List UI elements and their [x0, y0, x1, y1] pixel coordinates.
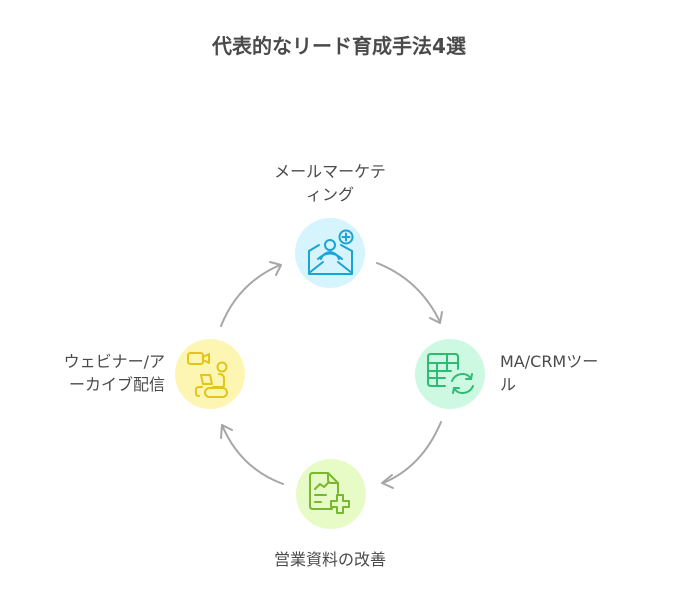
node-ma-crm-tools[interactable]: [415, 339, 485, 409]
node-label-ma-crm-tools: MA/CRMツー ル: [500, 350, 640, 396]
node-email-marketing[interactable]: [295, 218, 365, 288]
arrow-crm-to-materials: [381, 421, 442, 489]
node-webinar-archive[interactable]: [175, 339, 245, 409]
label-line: ィング: [305, 185, 354, 204]
label-line: 営業資料の改善: [273, 550, 386, 569]
node-label-email-marketing: メールマーケテ ィング: [255, 160, 405, 206]
arrow-materials-to-webinar: [220, 424, 284, 485]
label-line: ーカイブ配信: [68, 375, 165, 394]
arrow-email-to-crm: [376, 262, 443, 324]
label-line: ル: [500, 375, 517, 394]
document-chart-plus-icon: [309, 472, 350, 514]
node-label-webinar-archive: ウェビナー/ア ーカイブ配信: [20, 350, 165, 396]
label-line: メールマーケテ: [274, 162, 386, 181]
node-label-sales-materials: 営業資料の改善: [240, 548, 420, 571]
diagram-title: 代表的なリード育成手法4選: [212, 34, 466, 58]
video-presenter-icon: [187, 352, 228, 398]
envelope-user-plus-icon: [308, 229, 354, 275]
label-line: MA/CRMツー: [500, 352, 599, 371]
label-line: ウェビナー/ア: [63, 352, 165, 371]
arrow-webinar-to-email: [220, 261, 282, 327]
table-sync-icon: [427, 353, 474, 394]
node-sales-materials[interactable]: [296, 459, 366, 529]
